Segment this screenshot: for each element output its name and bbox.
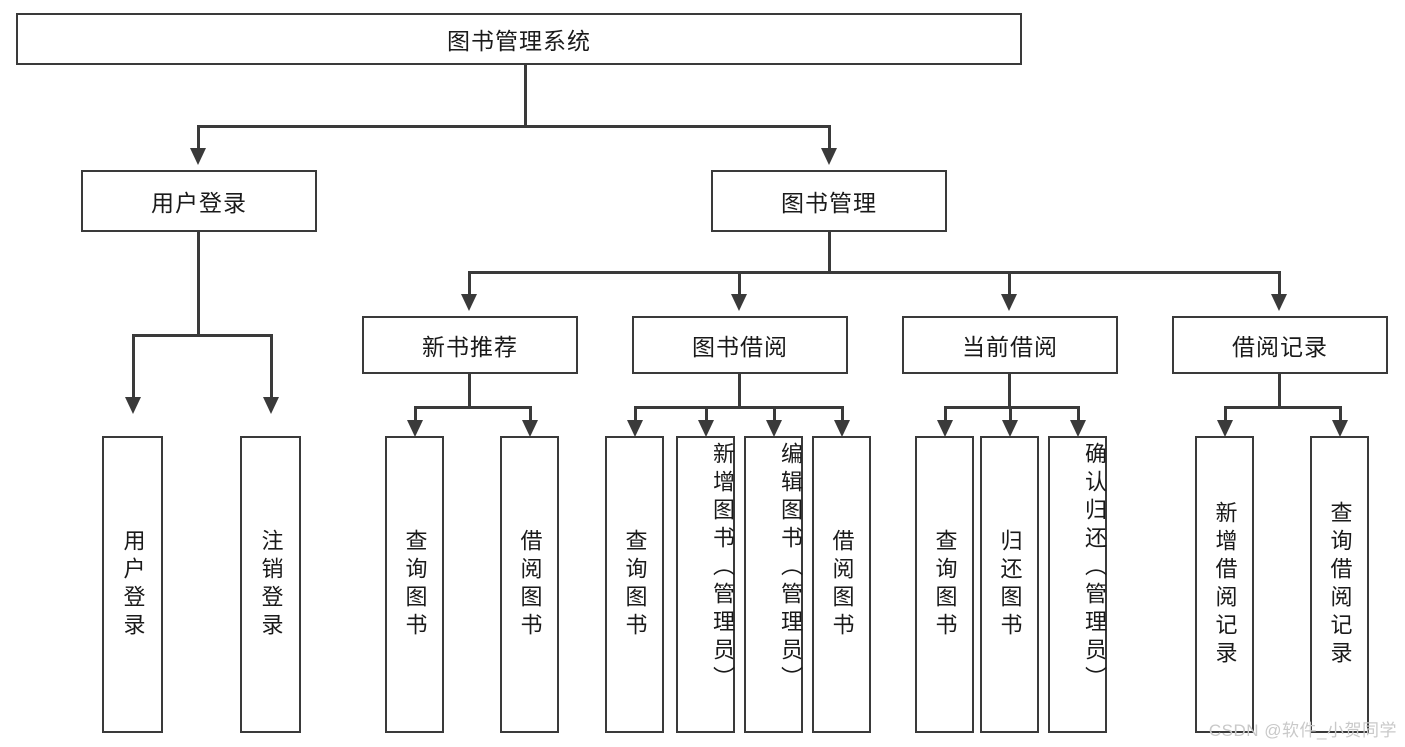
arrow-borrow-record-to-leaf-1 [1217, 420, 1233, 437]
connector-book-management-bus [468, 271, 1280, 274]
connector-borrow-record-stem [1278, 374, 1281, 408]
connector-new-book-bus [414, 406, 531, 409]
leaf-user-login-login[interactable]: 用户登录 [102, 436, 163, 733]
connector-root-stem [524, 65, 527, 126]
connector-bm-to-borrow-record [1278, 271, 1281, 295]
leaf-book-borrow-add-book-admin[interactable]: 新增图书（管理员） [676, 436, 735, 733]
connector-book-borrow-bus [634, 406, 842, 409]
leaf-book-borrow-edit-book-admin[interactable]: 编辑图书（管理员） [744, 436, 803, 733]
connector-bm-to-book-borrow [738, 271, 741, 295]
connector-bm-to-new-book [468, 271, 471, 295]
arrow-new-book-to-leaf-1 [407, 420, 423, 437]
connector-new-book-stem [468, 374, 471, 408]
arrow-user-login-to-leaf-2 [263, 397, 279, 414]
node-book-borrow[interactable]: 图书借阅 [632, 316, 848, 374]
csdn-watermark: CSDN @软件_小贺同学 [1208, 721, 1397, 740]
arrow-book-borrow-to-leaf-2 [698, 420, 714, 437]
leaf-borrow-record-add-record[interactable]: 新增借阅记录 [1195, 436, 1254, 733]
connector-current-borrow-to-leaf-2 [1009, 406, 1012, 422]
connector-book-borrow-to-leaf-1 [634, 406, 637, 422]
connector-borrow-record-bus [1224, 406, 1341, 409]
arrow-root-to-book-management [821, 148, 837, 165]
arrow-book-borrow-to-leaf-3 [766, 420, 782, 437]
connector-current-borrow-stem [1008, 374, 1011, 408]
node-book-management[interactable]: 图书管理 [711, 170, 947, 232]
connector-bm-to-current-borrow [1008, 271, 1011, 295]
connector-user-login-stem [197, 232, 200, 336]
leaf-current-borrow-return-book[interactable]: 归还图书 [980, 436, 1039, 733]
leaf-book-borrow-borrow-book[interactable]: 借阅图书 [812, 436, 871, 733]
arrow-book-borrow-to-leaf-1 [627, 420, 643, 437]
connector-new-book-to-leaf-2 [529, 406, 532, 422]
connector-book-management-stem [828, 232, 831, 273]
arrow-book-borrow-to-leaf-4 [834, 420, 850, 437]
connector-user-login-to-leaf-1 [132, 334, 135, 398]
connector-root-to-user-login [197, 125, 200, 149]
leaf-user-login-logout[interactable]: 注销登录 [240, 436, 301, 733]
node-new-book-recommend[interactable]: 新书推荐 [362, 316, 578, 374]
leaf-current-borrow-query-book[interactable]: 查询图书 [915, 436, 974, 733]
connector-book-borrow-stem [738, 374, 741, 408]
leaf-new-book-borrow-book[interactable]: 借阅图书 [500, 436, 559, 733]
arrow-current-borrow-to-leaf-1 [937, 420, 953, 437]
arrow-current-borrow-to-leaf-2 [1002, 420, 1018, 437]
leaf-book-borrow-query-book[interactable]: 查询图书 [605, 436, 664, 733]
arrow-current-borrow-to-leaf-3 [1070, 420, 1086, 437]
connector-user-login-to-leaf-2 [270, 334, 273, 398]
leaf-borrow-record-query-record[interactable]: 查询借阅记录 [1310, 436, 1369, 733]
arrow-root-to-user-login [190, 148, 206, 165]
node-borrow-record[interactable]: 借阅记录 [1172, 316, 1388, 374]
connector-current-borrow-to-leaf-3 [1077, 406, 1080, 422]
arrow-bm-to-book-borrow [731, 294, 747, 311]
connector-book-borrow-to-leaf-3 [773, 406, 776, 422]
connector-root-bus [197, 125, 830, 128]
connector-user-login-bus [132, 334, 270, 337]
node-current-borrow[interactable]: 当前借阅 [902, 316, 1118, 374]
arrow-user-login-to-leaf-1 [125, 397, 141, 414]
node-root-book-management-system[interactable]: 图书管理系统 [16, 13, 1022, 65]
leaf-current-borrow-confirm-return-admin[interactable]: 确认归还（管理员） [1048, 436, 1107, 733]
connector-root-to-book-management [828, 125, 831, 149]
arrow-bm-to-new-book [461, 294, 477, 311]
arrow-borrow-record-to-leaf-2 [1332, 420, 1348, 437]
connector-borrow-record-to-leaf-1 [1224, 406, 1227, 422]
connector-current-borrow-to-leaf-1 [944, 406, 947, 422]
arrow-bm-to-current-borrow [1001, 294, 1017, 311]
arrow-new-book-to-leaf-2 [522, 420, 538, 437]
arrow-bm-to-borrow-record [1271, 294, 1287, 311]
connector-book-borrow-to-leaf-2 [705, 406, 708, 422]
leaf-new-book-query-book[interactable]: 查询图书 [385, 436, 444, 733]
connector-book-borrow-to-leaf-4 [841, 406, 844, 422]
connector-new-book-to-leaf-1 [414, 406, 417, 422]
connector-borrow-record-to-leaf-2 [1339, 406, 1342, 422]
node-user-login[interactable]: 用户登录 [81, 170, 317, 232]
